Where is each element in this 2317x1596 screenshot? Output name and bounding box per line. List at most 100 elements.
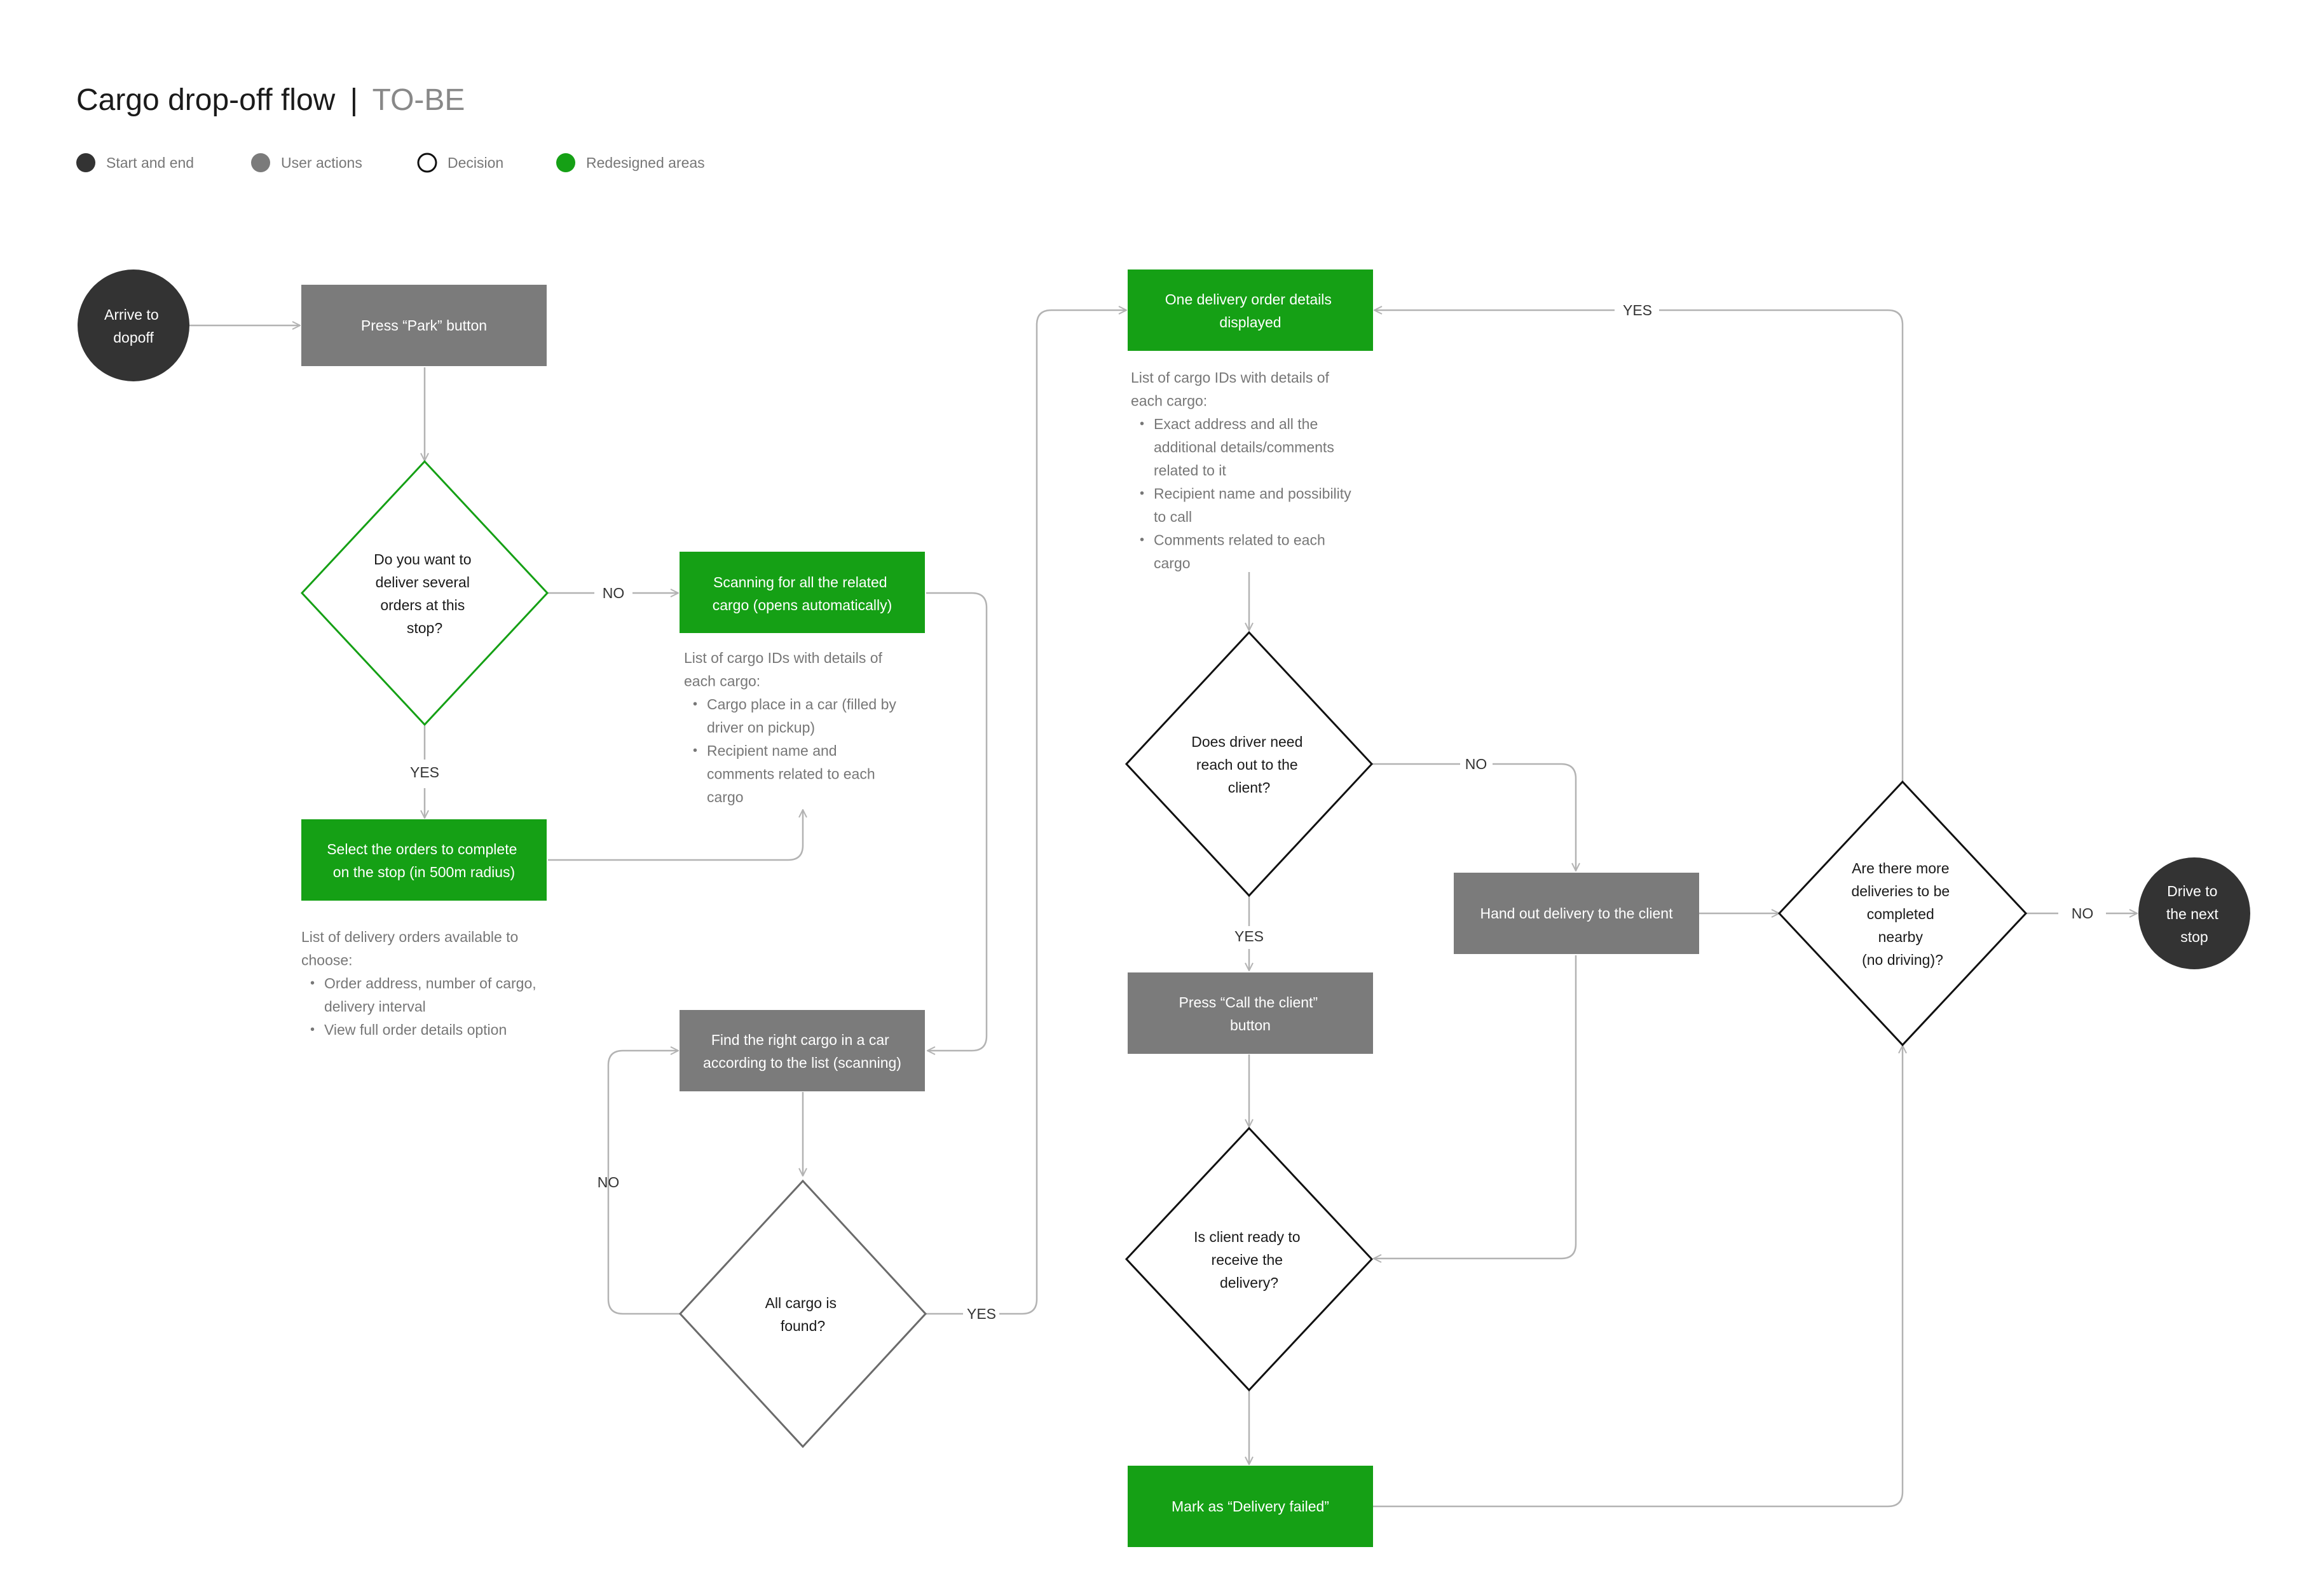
note-line: to call: [1154, 508, 1192, 525]
page-title: Cargo drop-off flow | TO-BE: [76, 83, 465, 117]
arrive-text: Arrive to dopoff: [104, 306, 163, 346]
note-line: additional details/comments: [1154, 439, 1334, 456]
bullet-icon: •: [310, 976, 315, 990]
reach-out-text: Does driver need reach out to the client…: [1191, 733, 1307, 796]
note-line: List of delivery orders available to: [301, 929, 518, 945]
node-mark-failed: Mark as “Delivery failed”: [1128, 1466, 1373, 1547]
edge-scan-to-find: [926, 592, 988, 1051]
bullet-icon: •: [693, 744, 697, 758]
legend-redesigned-label: Redesigned areas: [586, 154, 705, 171]
edge-select-to-scan: [548, 810, 803, 861]
legend-start-end-swatch: [76, 153, 95, 172]
note-select-list: List of delivery orders available to choo…: [301, 929, 537, 1038]
bullet-icon: •: [1140, 487, 1144, 501]
drive-next-shape: [2138, 857, 2250, 969]
title-main: Cargo drop-off flow: [76, 83, 336, 117]
node-client-ready: Is client ready to receive the delivery?: [1124, 1126, 1374, 1392]
node-reach-out: Does driver need reach out to the client…: [1124, 631, 1374, 897]
note-line: cargo: [1154, 555, 1191, 571]
label-several-no: NO: [603, 585, 625, 601]
label-found-no: NO: [598, 1174, 620, 1190]
node-arrive: Arrive to dopoff: [78, 269, 189, 381]
bullet-icon: •: [1140, 533, 1144, 547]
note-line: related to it: [1154, 462, 1226, 479]
note-line: Recipient name and possibility: [1154, 486, 1351, 502]
edge-handout-to-ready: [1374, 955, 1577, 1258]
edge-found-no-loop: [607, 1051, 680, 1315]
edge-reach-no-b: [1493, 763, 1576, 871]
label-more-no: NO: [2072, 905, 2094, 922]
node-press-call: Press “Call the client” button: [1128, 972, 1373, 1054]
edge-found-yes-b: [999, 310, 1126, 1315]
hand-out-text: Hand out delivery to the client: [1480, 905, 1673, 922]
note-line: delivery interval: [324, 999, 426, 1015]
select-orders-shape: [301, 819, 547, 901]
drive-next-text: Drive to the next stop: [2166, 883, 2222, 945]
title-separator: |: [350, 83, 358, 117]
client-ready-shape: [1124, 1126, 1374, 1392]
all-found-text: All cargo is found?: [765, 1295, 841, 1334]
note-line: View full order details option: [324, 1021, 507, 1038]
reach-out-shape: [1124, 631, 1374, 897]
note-details-list: List of cargo IDs with details of each ca…: [1131, 369, 1351, 571]
node-more-deliveries: Are there more deliveries to be complete…: [1777, 780, 2028, 1047]
node-find-cargo: Find the right cargo in a car according …: [680, 1010, 925, 1091]
select-orders-text: Select the orders to complete on the sto…: [327, 841, 521, 880]
legend-user-actions-label: User actions: [281, 154, 362, 171]
arrive-shape: [78, 269, 189, 381]
legend-start-end-label: Start and end: [106, 154, 194, 171]
label-reach-yes: YES: [1234, 928, 1264, 945]
press-park-shape: [301, 285, 547, 366]
client-ready-text: Is client ready to receive the delivery?: [1194, 1229, 1304, 1291]
more-deliveries-text: Are there more deliveries to be complete…: [1851, 860, 1953, 968]
note-line: choose:: [301, 952, 353, 969]
find-cargo-text: Find the right cargo in a car according …: [703, 1032, 901, 1071]
label-more-yes: YES: [1623, 302, 1652, 318]
node-deliver-several: Do you want to deliver several orders at…: [300, 460, 549, 726]
order-details-text: One delivery order details displayed: [1165, 291, 1336, 331]
deliver-several-text: Do you want to deliver several orders at…: [374, 551, 475, 636]
bullet-icon: •: [693, 697, 697, 711]
note-line: Recipient name and: [707, 742, 837, 759]
order-details-shape: [1128, 269, 1373, 351]
scan-related-text: Scanning for all the related cargo (open…: [713, 574, 892, 613]
label-several-yes: YES: [410, 764, 439, 781]
label-reach-no: NO: [1465, 756, 1487, 772]
note-line: comments related to each: [707, 766, 875, 782]
note-line: Comments related to each: [1154, 532, 1325, 549]
press-call-text: Press “Call the client” button: [1179, 994, 1322, 1033]
edge-more-yes-a: [1659, 309, 1904, 783]
node-press-park: Press “Park” button: [301, 285, 547, 366]
connectors: [189, 309, 2137, 1508]
legend-decision-label: Decision: [448, 154, 503, 171]
note-line: Cargo place in a car (filled by: [707, 696, 896, 713]
note-line: Exact address and all the: [1154, 416, 1318, 432]
node-all-found: All cargo is found?: [678, 1179, 927, 1449]
legend-user-actions-swatch: [251, 153, 270, 172]
node-order-details: One delivery order details displayed: [1128, 269, 1373, 351]
label-found-yes: YES: [967, 1306, 996, 1322]
deliver-several-shape: [300, 460, 549, 726]
note-line: List of cargo IDs with details of: [1131, 369, 1330, 386]
legend: Start and end User actions Decision Rede…: [76, 153, 705, 173]
legend-decision-swatch: [417, 153, 437, 173]
hand-out-shape: [1454, 873, 1699, 954]
node-scan-related: Scanning for all the related cargo (open…: [680, 552, 925, 633]
note-line: Order address, number of cargo,: [324, 975, 537, 992]
find-cargo-shape: [680, 1010, 925, 1091]
edge-labels: NO YES NO YES NO YES YES NO: [410, 302, 2093, 1322]
title-subtitle: TO-BE: [372, 83, 465, 117]
note-line: driver on pickup): [707, 720, 815, 736]
mark-failed-shape: [1128, 1466, 1373, 1547]
more-deliveries-shape: [1777, 780, 2028, 1047]
bullet-icon: •: [310, 1023, 315, 1037]
press-call-shape: [1128, 972, 1373, 1054]
mark-failed-text: Mark as “Delivery failed”: [1172, 1498, 1329, 1515]
legend-redesigned-swatch: [556, 153, 575, 172]
note-line: each cargo:: [1131, 393, 1207, 409]
bullet-icon: •: [1140, 417, 1144, 431]
note-line: List of cargo IDs with details of: [684, 650, 883, 666]
node-select-orders: Select the orders to complete on the sto…: [301, 819, 547, 901]
